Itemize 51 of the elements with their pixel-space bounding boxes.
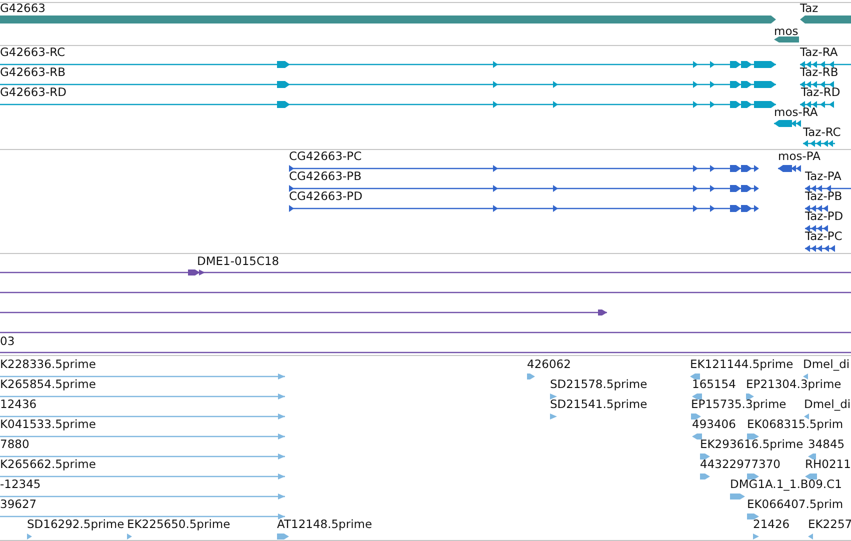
feature-label: RH0211 (805, 458, 851, 471)
feature-label: 21426 (753, 518, 790, 531)
feature-label: G42663-RB (0, 66, 66, 79)
feature-label: K228336.5prime (0, 358, 96, 371)
feature-label: 03 (0, 335, 15, 348)
feature-label: 493406 (692, 418, 736, 431)
feature-label: 39627 (0, 498, 37, 511)
feature-label: Taz (800, 2, 818, 15)
feature-label: 7880 (0, 438, 30, 451)
feature-label: EP21304.3prime (746, 378, 842, 391)
feature-label: Dmel_di (803, 358, 850, 371)
feature-label: G42663-RD (0, 86, 66, 99)
feature-label: Taz-RD (801, 86, 840, 99)
feature-label: Taz-PC (805, 230, 842, 243)
feature-label: G42663-RC (0, 46, 66, 59)
feature-label: DME1-015C18 (197, 255, 280, 268)
feature-label: EK2257 (808, 518, 851, 531)
feature-label: EP15735.3prime (691, 398, 786, 411)
feature-label: Taz-PA (805, 170, 842, 183)
feature-label: K265854.5prime (0, 378, 96, 391)
feature-label: SD16292.5prime (27, 518, 124, 531)
feature-label: mos-PA (778, 150, 820, 163)
feature-label: SD21578.5prime (550, 378, 648, 391)
feature-label: Taz-RC (803, 126, 841, 139)
feature-label: EK225650.5prime (127, 518, 230, 531)
feature-label: 34845 (808, 438, 845, 451)
feature-label: CG42663-PD (289, 190, 362, 203)
feature-label: DMG1A.1_1.B09.C1 (730, 478, 842, 491)
feature-label: Taz-PD (805, 210, 844, 223)
feature-label: -12345 (0, 478, 41, 491)
feature-label: EK066407.5prim (747, 498, 844, 511)
feature-label: 12436 (0, 398, 37, 411)
feature-label: EK293616.5prime (700, 438, 804, 451)
feature-label: 426062 (527, 358, 571, 371)
feature-label: AT12148.5prime (277, 518, 372, 531)
feature-label: Taz-RB (800, 66, 838, 79)
feature-label: 165154 (692, 378, 736, 391)
feature-label: Taz-RA (800, 46, 838, 59)
feature-label: Taz-PB (805, 190, 842, 203)
feature-label: mos-RA (774, 106, 818, 119)
feature-label: mos (774, 25, 798, 38)
feature-label: SD21541.5prime (550, 398, 648, 411)
feature-label: CG42663-PC (289, 150, 362, 163)
feature-label: EK121144.5prime (690, 358, 794, 371)
feature-label: Dmel_di (804, 398, 851, 411)
feature-label: K041533.5prime (0, 418, 96, 431)
feature-label: EK068315.5prim (747, 418, 844, 431)
feature-label: G42663 (0, 2, 46, 15)
feature-label: CG42663-PB (289, 170, 362, 183)
feature-label: 44322977370 (700, 458, 780, 471)
feature-label: K265662.5prime (0, 458, 96, 471)
